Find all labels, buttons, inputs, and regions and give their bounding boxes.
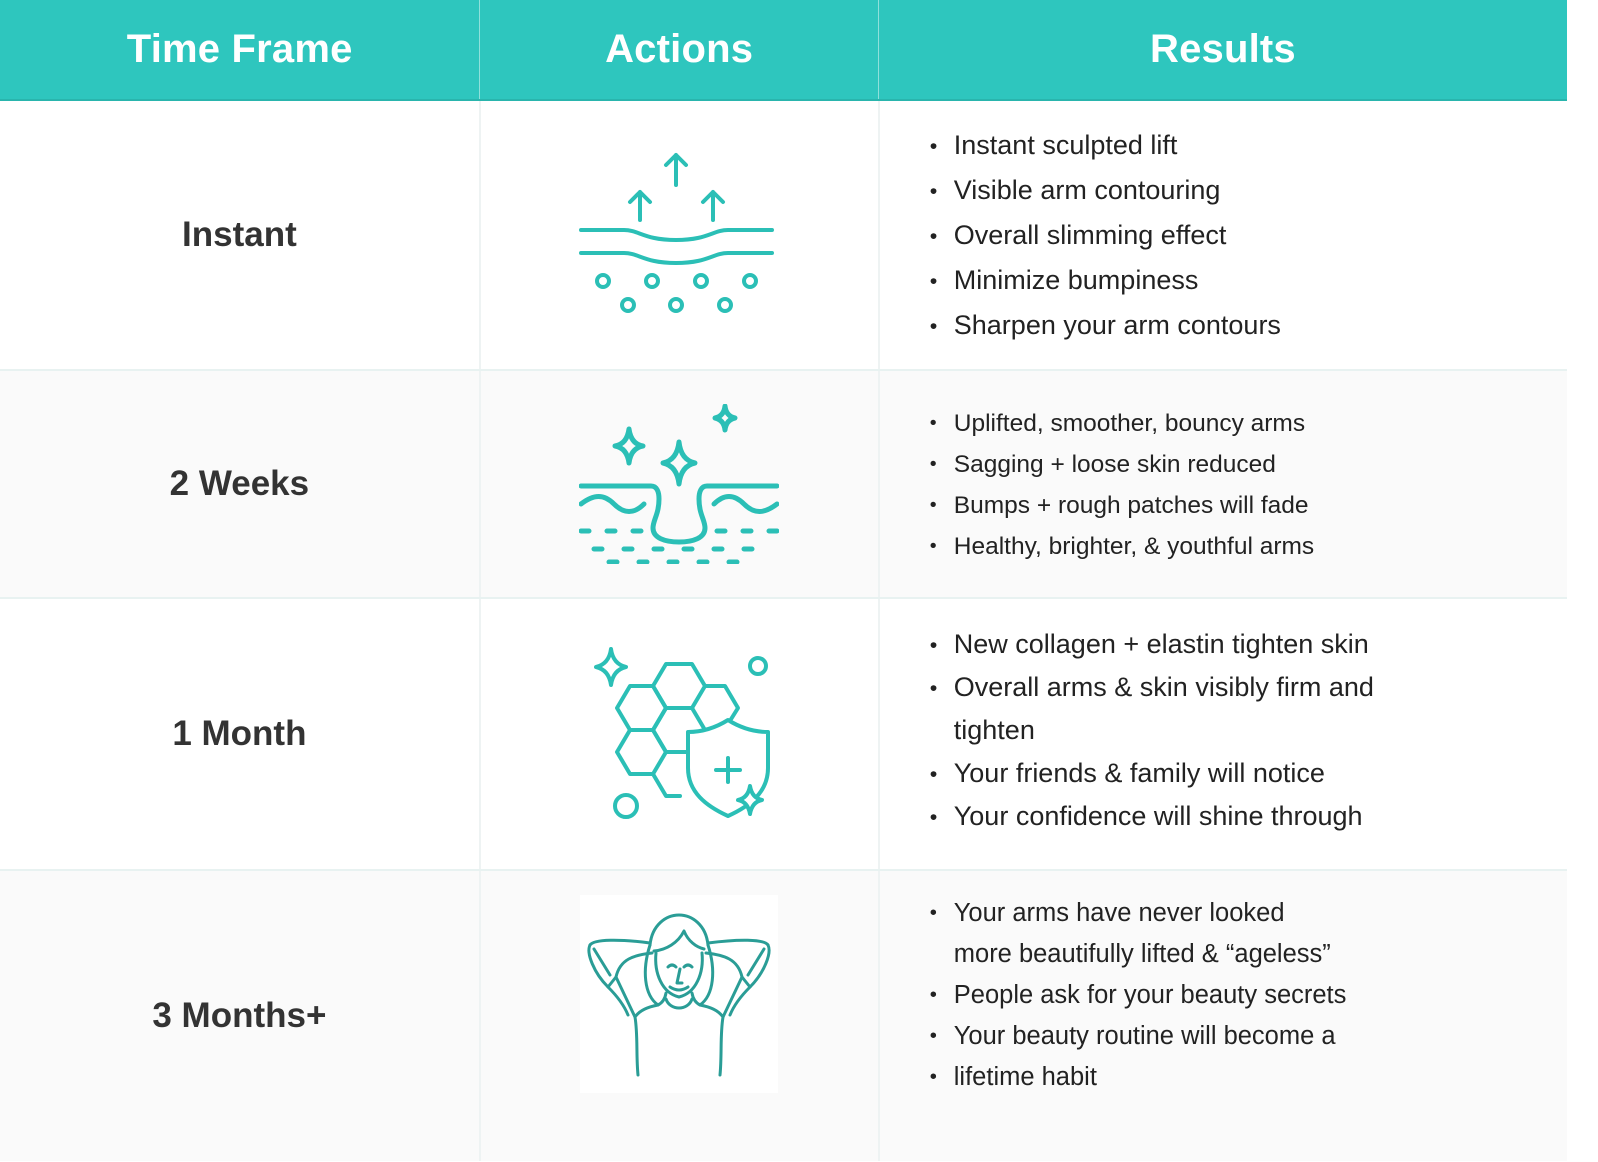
results-list: Uplifted, smoother, bouncy arms Sagging … (930, 403, 1314, 567)
result-item: Uplifted, smoother, bouncy arms (930, 403, 1314, 444)
results-timeline-table: Time Frame Actions Results Instant (0, 0, 1567, 1161)
result-item: lifetime habit (930, 1057, 1347, 1098)
result-item: New collagen + elastin tighten skin (930, 623, 1374, 666)
result-item: Your arms have never looked (930, 893, 1347, 934)
table-row-instant: Instant (0, 101, 1567, 371)
results-cell: New collagen + elastin tighten skin Over… (880, 599, 1567, 869)
results-cell: Instant sculpted lift Visible arm contou… (880, 101, 1567, 369)
action-cell (481, 101, 880, 369)
time-frame-label: Instant (0, 101, 481, 369)
skin-lift-arrows-icon (579, 150, 779, 320)
result-item: Your friends & family will notice (930, 752, 1374, 795)
header-actions: Actions (480, 0, 879, 99)
result-item: Overall arms & skin visibly firm and (930, 666, 1374, 709)
result-item: Bumps + rough patches will fade (930, 485, 1314, 526)
skin-pore-sparkle-icon (579, 404, 780, 564)
table-row-1-month: 1 Month (0, 599, 1567, 871)
results-cell: Your arms have never looked more beautif… (880, 871, 1567, 1161)
collagen-shield-icon (584, 644, 774, 824)
time-frame-label: 2 Weeks (0, 371, 481, 597)
result-item: Instant sculpted lift (930, 123, 1281, 168)
action-cell (481, 871, 880, 1161)
result-item: Overall slimming effect (930, 213, 1281, 258)
action-cell (481, 371, 880, 597)
result-item: Your beauty routine will become a (930, 1016, 1347, 1057)
header-results: Results (1149, 27, 1296, 71)
results-list: Instant sculpted lift Visible arm contou… (930, 123, 1281, 348)
result-item: Your confidence will shine through (930, 795, 1374, 838)
table-header: Time Frame Actions Results (0, 0, 1567, 101)
results-cell: Uplifted, smoother, bouncy arms Sagging … (880, 371, 1567, 597)
table-row-2-weeks: 2 Weeks Uplifted, smoother, bouncy arms (0, 371, 1567, 599)
results-list: Your arms have never looked more beautif… (930, 893, 1347, 1098)
action-cell (481, 599, 880, 869)
result-item: Visible arm contouring (930, 168, 1281, 213)
result-item-continued: tighten (953, 715, 1035, 745)
result-item: People ask for your beauty secrets (930, 975, 1347, 1016)
results-list: New collagen + elastin tighten skin Over… (930, 623, 1374, 838)
result-item: Healthy, brighter, & youthful arms (930, 526, 1314, 567)
header-time-frame: Time Frame (0, 0, 481, 99)
result-item: Minimize bumpiness (930, 258, 1281, 303)
time-frame-label: 3 Months+ (0, 871, 481, 1161)
relaxed-woman-icon (580, 895, 779, 1093)
table-row-3-months: 3 Months+ (0, 871, 1567, 1161)
time-frame-label: 1 Month (0, 599, 481, 869)
result-item: Sagging + loose skin reduced (930, 444, 1314, 485)
result-item: Sharpen your arm contours (930, 303, 1281, 348)
result-item-continued: more beautifully lifted & “ageless” (953, 940, 1331, 968)
